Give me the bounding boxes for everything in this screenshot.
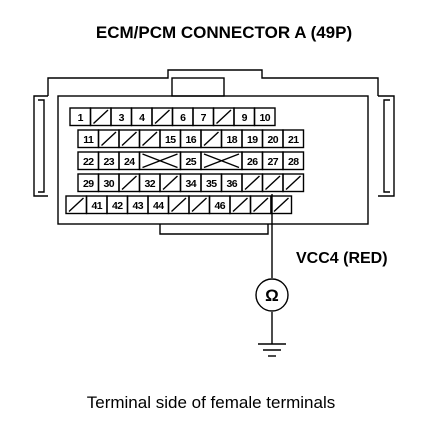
ground-icon — [258, 343, 286, 357]
pin-cell: 25 — [179, 151, 202, 171]
pin-number: 34 — [186, 178, 197, 190]
pin-number: 3 — [119, 112, 125, 124]
pin-number: 11 — [83, 134, 94, 146]
diagram-title: ECM/PCM CONNECTOR A (49P) — [96, 23, 352, 42]
pin-cell: 7 — [192, 107, 215, 127]
pin-number: 21 — [288, 134, 299, 146]
pin-cell — [200, 129, 223, 149]
pin-number: 46 — [215, 200, 226, 212]
ohm-symbol: Ω — [265, 286, 279, 305]
pin-cell: 3 — [110, 107, 133, 127]
pin-cell — [212, 107, 235, 127]
pin-cell: 42 — [106, 195, 129, 215]
connector-body — [57, 95, 369, 225]
pin-cell: 10 — [253, 107, 276, 127]
pin-cell — [65, 195, 88, 215]
pin-number: 41 — [92, 200, 103, 212]
pin-cell — [188, 195, 211, 215]
pin-cell: 30 — [97, 173, 120, 193]
pin-number: 6 — [180, 112, 186, 124]
pin-number: 23 — [104, 156, 115, 168]
pin-cell — [270, 195, 293, 215]
pin-cell — [118, 129, 141, 149]
pin-cell: 29 — [77, 173, 100, 193]
ohmmeter-icon: Ω — [255, 278, 289, 312]
pin-number: 15 — [165, 134, 176, 146]
pin-cell — [200, 151, 243, 171]
pin-cell: 1 — [69, 107, 92, 127]
pin-cell — [167, 195, 190, 215]
pin-number: 4 — [139, 112, 145, 124]
pin-number: 20 — [268, 134, 279, 146]
pin-cell — [138, 151, 182, 171]
pin-cell: 43 — [126, 195, 149, 215]
pin-cell: 22 — [77, 151, 100, 171]
pin-cell — [118, 173, 141, 193]
pin-number: 16 — [186, 134, 197, 146]
connector-latch — [171, 77, 225, 97]
pin-cell: 6 — [171, 107, 194, 127]
pin-cell — [138, 129, 161, 149]
pin-cell: 28 — [282, 151, 305, 171]
pin-cell: 44 — [147, 195, 170, 215]
pin-cell: 36 — [220, 173, 243, 193]
pin-cell: 46 — [208, 195, 231, 215]
pin-cell: 18 — [220, 129, 243, 149]
pin-number: 9 — [242, 112, 248, 124]
pin-cell: 4 — [130, 107, 153, 127]
pin-number: 26 — [247, 156, 258, 168]
pin-cell — [151, 107, 174, 127]
pin-number: 27 — [268, 156, 279, 168]
pin-number: 7 — [201, 112, 207, 124]
pin-number: 44 — [153, 200, 164, 212]
wire-label: VCC4 (RED) — [296, 250, 388, 267]
pin-cell — [282, 173, 305, 193]
pin-number: 18 — [227, 134, 238, 146]
pin-cell: 27 — [261, 151, 284, 171]
pin-cell — [229, 195, 252, 215]
pin-cell: 21 — [282, 129, 305, 149]
pin-cell: 35 — [200, 173, 223, 193]
pin-cell — [261, 173, 284, 193]
pin-cell — [89, 107, 112, 127]
pin-cell: 24 — [118, 151, 141, 171]
connector-key — [159, 224, 269, 235]
pin-number: 25 — [186, 156, 197, 168]
pin-number: 30 — [104, 178, 115, 190]
pin-number: 22 — [83, 156, 94, 168]
pin-cell — [159, 173, 182, 193]
pin-cell: 41 — [85, 195, 108, 215]
pin-cell: 15 — [159, 129, 182, 149]
connector-housing — [33, 69, 395, 235]
pin-number: 42 — [112, 200, 123, 212]
pin-number: 10 — [260, 112, 271, 124]
pin-number: 19 — [247, 134, 258, 146]
pin-number: 36 — [227, 178, 238, 190]
pin-number: 29 — [83, 178, 94, 190]
pin-cell: 16 — [179, 129, 202, 149]
pin-cell: 32 — [138, 173, 161, 193]
diagram-caption: Terminal side of female terminals — [87, 393, 335, 412]
pin-number: 28 — [288, 156, 299, 168]
pin-cell — [241, 173, 264, 193]
pin-number: 43 — [133, 200, 144, 212]
pin-number: 1 — [78, 112, 84, 124]
pin-cell: 34 — [179, 173, 202, 193]
pin-cell: 26 — [241, 151, 264, 171]
pin-cell: 19 — [241, 129, 264, 149]
pin-number: 32 — [145, 178, 156, 190]
pin-cell: 9 — [233, 107, 256, 127]
pin-cell: 20 — [261, 129, 284, 149]
pin-number: 35 — [206, 178, 217, 190]
pin-cell — [249, 195, 272, 215]
pin-cell: 11 — [77, 129, 100, 149]
pin-number: 24 — [124, 156, 135, 168]
pin-cell: 23 — [97, 151, 120, 171]
pin-cell — [97, 129, 120, 149]
